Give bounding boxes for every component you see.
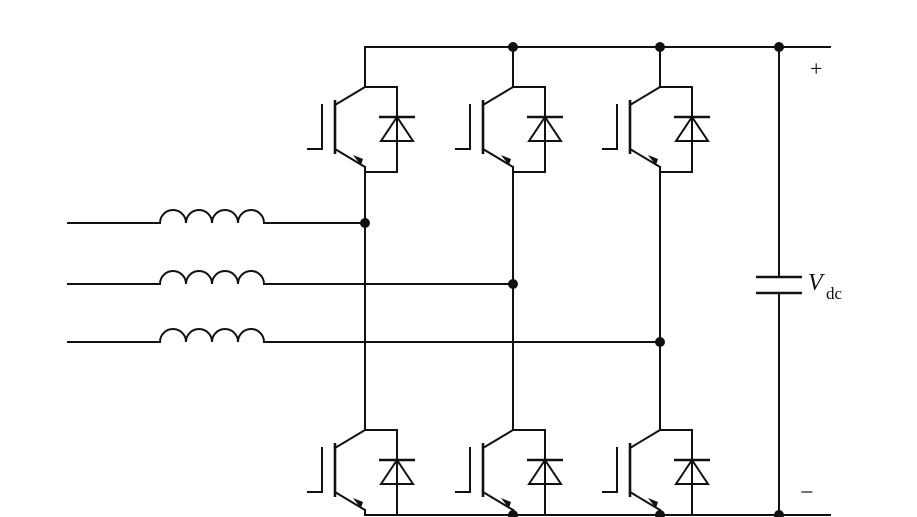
dc-voltage-subscript: dc <box>826 284 843 303</box>
igbt-lower-phase-c <box>601 388 712 517</box>
igbt-lower-phase-a <box>306 388 417 517</box>
igbt-upper-phase-b <box>454 45 565 174</box>
phase-c-input <box>67 328 661 344</box>
dc-link-capacitor <box>756 46 802 516</box>
igbt-upper-phase-c <box>601 45 712 174</box>
dc-voltage-label: V <box>808 270 823 296</box>
junction-dots <box>360 42 784 517</box>
positive-terminal-label: + <box>810 56 823 81</box>
negative-terminal-label: − <box>800 480 814 506</box>
igbt-upper-phase-a <box>306 45 417 174</box>
igbt-lower-phase-b <box>454 388 565 517</box>
phase-a-input <box>67 209 366 225</box>
phase-b-input <box>67 270 514 286</box>
